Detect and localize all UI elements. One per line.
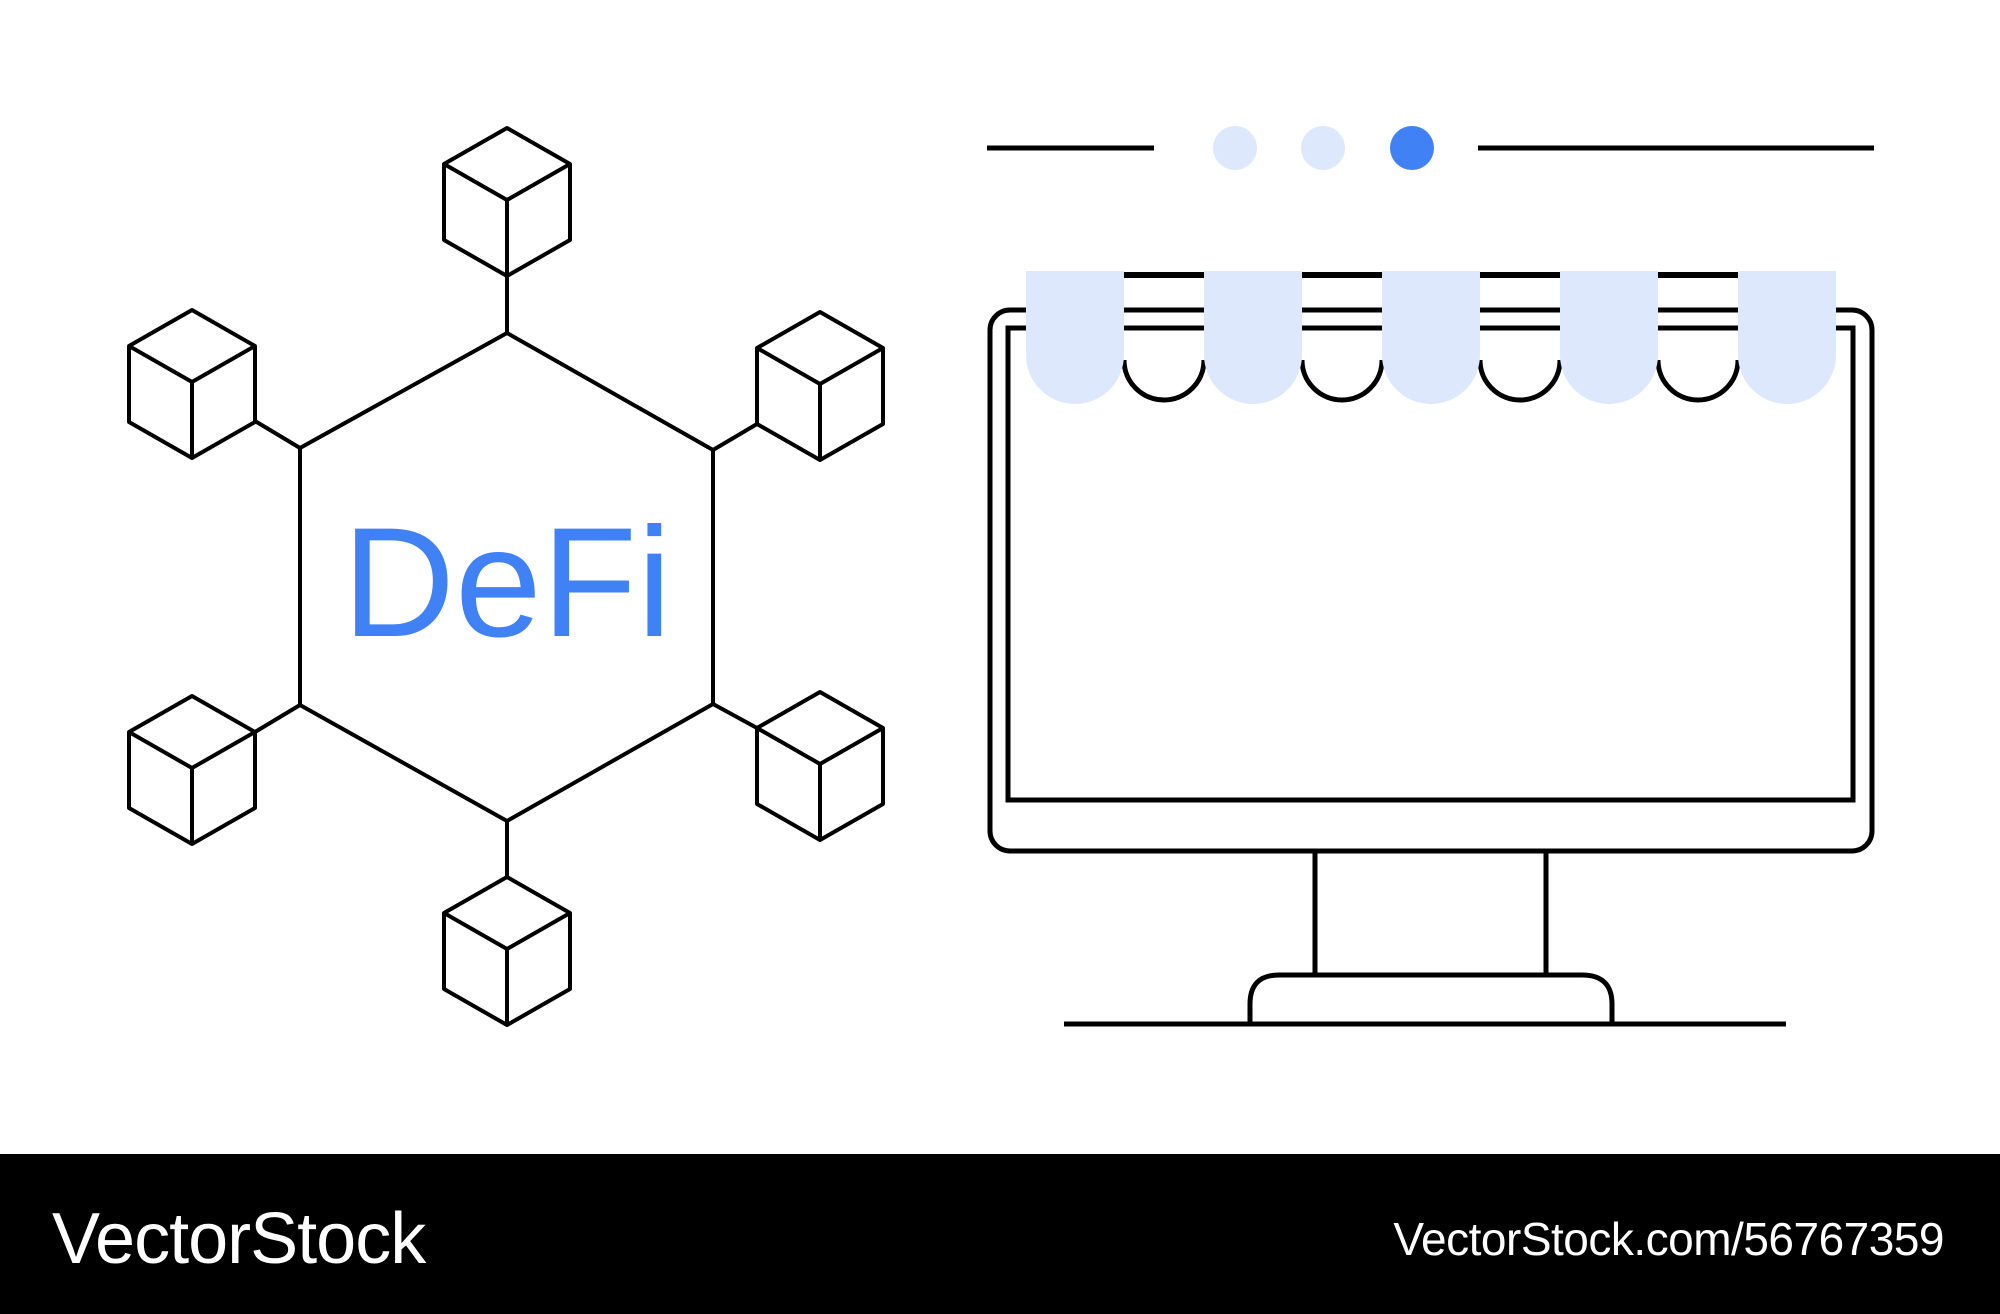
monitor-base	[1247, 972, 1615, 1023]
awning-stripe	[1204, 271, 1302, 404]
awning-stripe	[1382, 271, 1480, 404]
cube-icon	[127, 308, 257, 460]
awning-stripe	[1560, 271, 1658, 404]
carousel-dot	[1213, 126, 1257, 170]
cube-icon	[442, 126, 572, 278]
awning-stripe	[1026, 271, 1124, 404]
awning	[1026, 271, 1836, 404]
defi-network: DeFi	[127, 126, 885, 1027]
carousel-indicator	[987, 126, 1874, 170]
cube-icon	[755, 310, 885, 462]
connector-lines	[253, 276, 759, 878]
footer-bar: VectorStock VectorStock.com/56767359	[0, 1154, 2000, 1314]
cube-icon	[755, 690, 885, 842]
defi-hexagon	[298, 331, 715, 823]
carousel-dot	[1301, 126, 1345, 170]
storefront-monitor-icon	[987, 307, 1875, 1027]
carousel-dot-active	[1390, 126, 1434, 170]
illustration: DeFi	[127, 126, 1875, 1027]
awning-stripe	[1738, 271, 1836, 404]
cube-icon	[127, 694, 257, 846]
image-url: VectorStock.com/56767359	[1393, 1213, 1944, 1265]
brand-logo: VectorStock	[52, 1199, 426, 1279]
cube-icon	[442, 875, 572, 1027]
defi-label: DeFi	[342, 496, 671, 670]
